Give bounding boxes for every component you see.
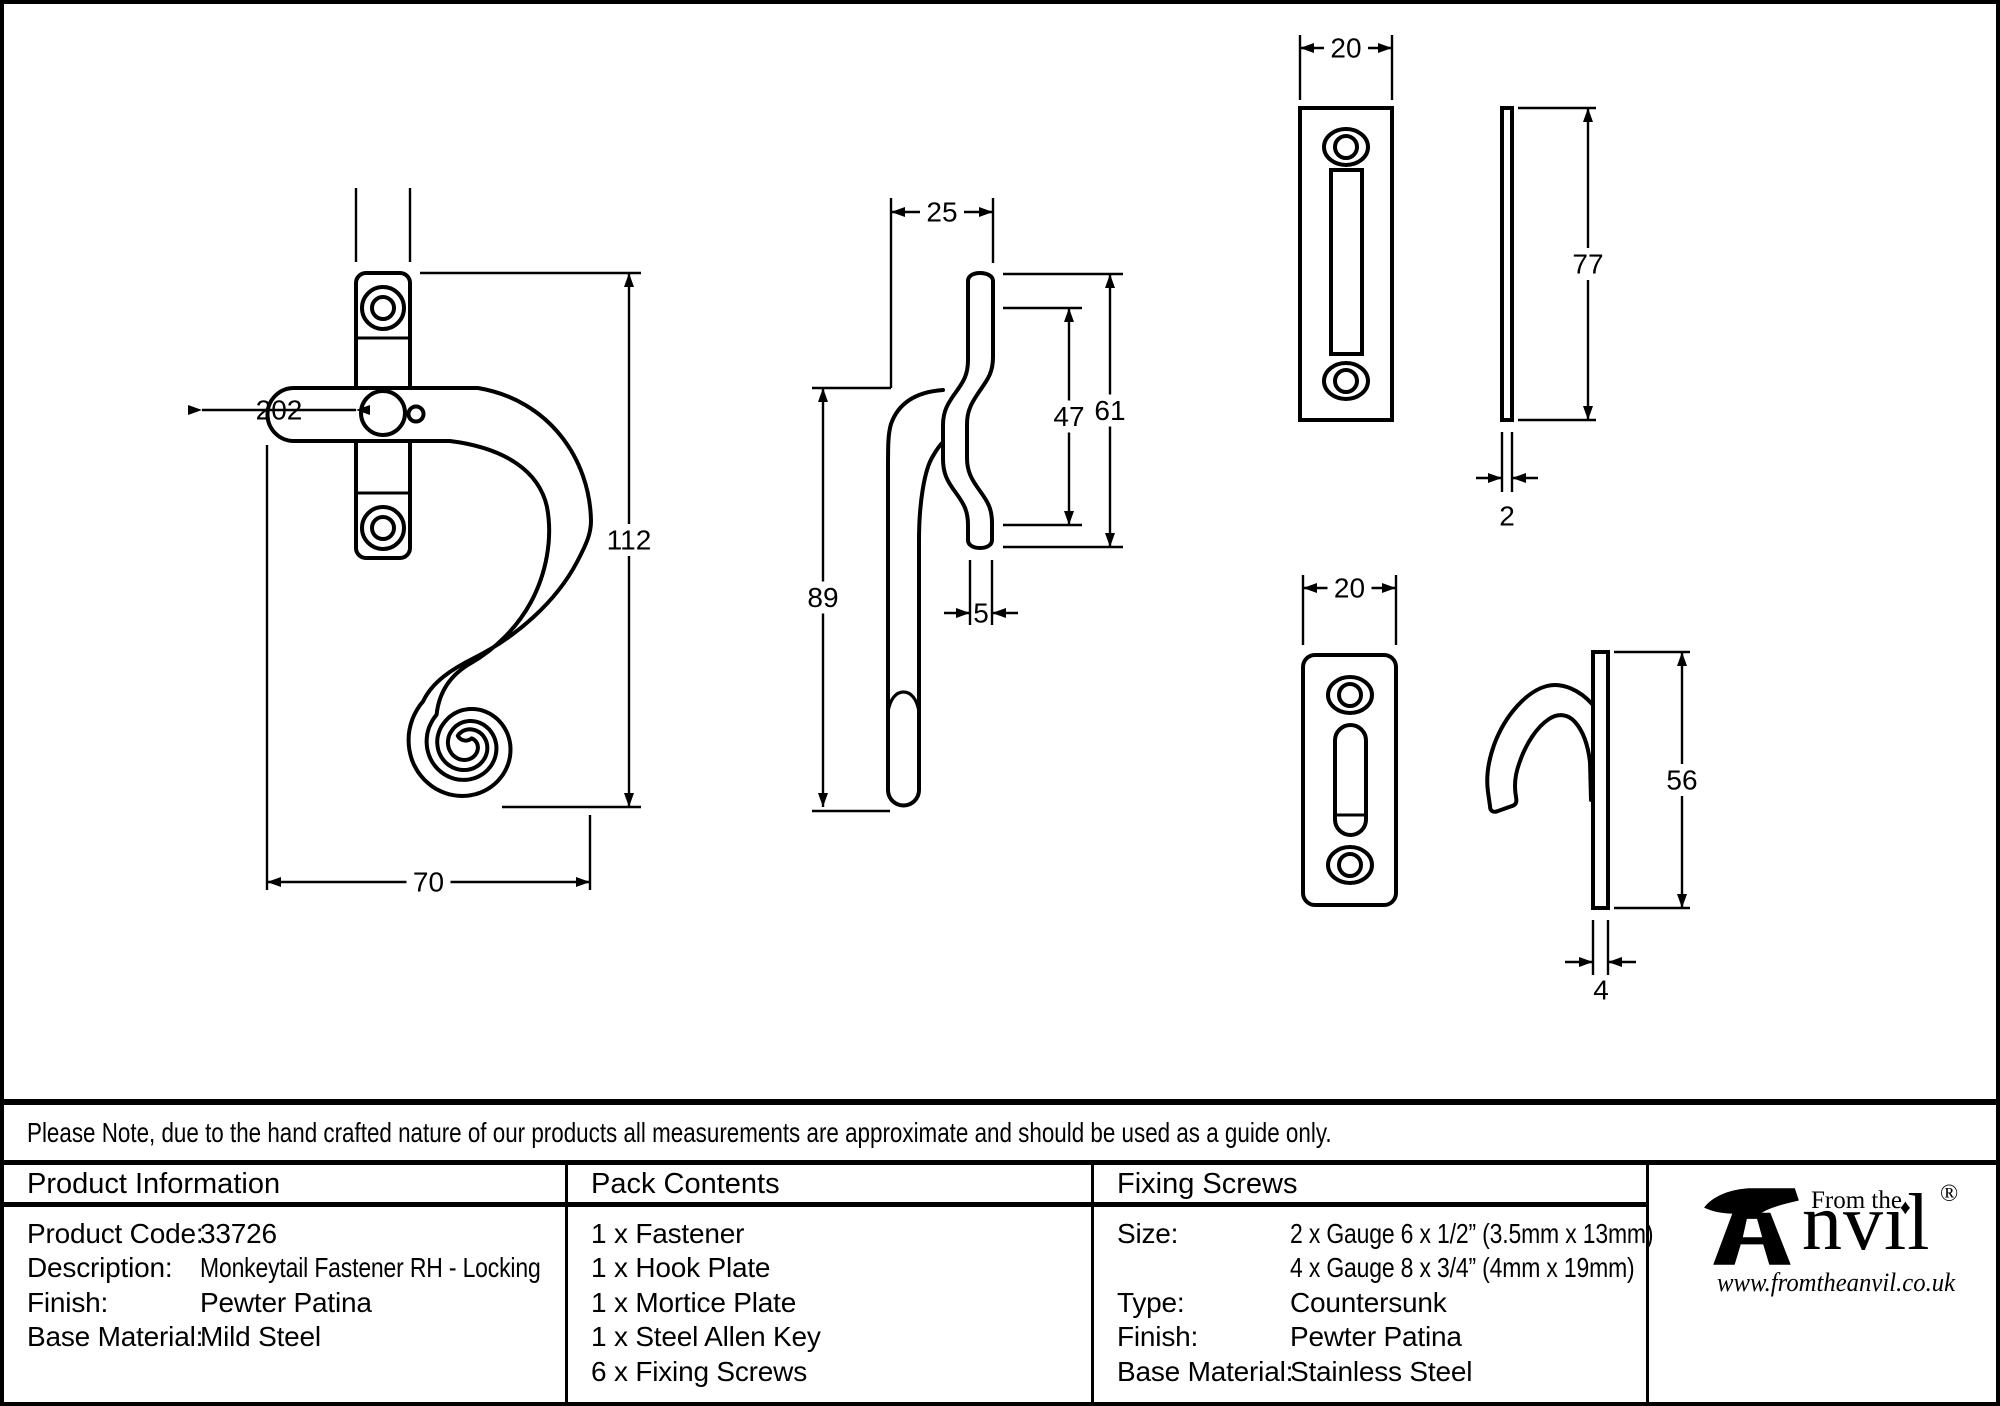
- dimension-label: 5: [973, 598, 989, 629]
- row-label: Description:: [27, 1252, 173, 1284]
- table-row: 1 x Fastener: [591, 1217, 1091, 1251]
- technical-drawing-svg: 202 112 70 25 89 47 61 5 20 77 2 20 56 4: [188, 32, 1704, 1006]
- row-value: 4 x Gauge 8 x 3/4” (4mm x 19mm): [1290, 1252, 1635, 1284]
- row-value: 2 x Gauge 6 x 1/2” (3.5mm x 13mm): [1290, 1218, 1654, 1249]
- dimension-label: 20: [1334, 573, 1365, 604]
- pack-item: 1 x Fastener: [591, 1218, 745, 1249]
- dimension-label: 4: [1593, 975, 1609, 1006]
- table-row: 1 x Steel Allen Key: [591, 1320, 1091, 1354]
- fixing-screws-body: Size: 2 x Gauge 6 x 1/2” (3.5mm x 13mm)4 …: [1094, 1207, 1654, 1389]
- dimension-label: 25: [926, 197, 957, 228]
- row-value: Pewter Patina: [200, 1286, 372, 1318]
- row-value: Monkeytail Fastener RH - Locking: [200, 1252, 541, 1284]
- row-value: Stainless Steel: [1290, 1355, 1473, 1387]
- logo-url-text: www.fromtheanvil.co.uk: [1717, 1268, 1956, 1297]
- dimension-label: 70: [413, 867, 444, 898]
- pack-item: 1 x Hook Plate: [591, 1252, 771, 1284]
- dimension-label: 202: [256, 395, 303, 426]
- table-row: Finish: Pewter Patina: [1117, 1320, 1646, 1354]
- fixing-screws-header: Fixing Screws: [1094, 1165, 1646, 1207]
- row-value: Countersunk: [1290, 1286, 1447, 1318]
- product-information-title: Product Information: [27, 1168, 281, 1200]
- product-information-header: Product Information: [4, 1165, 565, 1207]
- technical-drawing: 202 112 70 25 89 47 61 5 20 77 2 20 56 4: [4, 4, 1996, 1099]
- table-row: 4 x Gauge 8 x 3/4” (4mm x 19mm): [1117, 1251, 1646, 1285]
- dimension-label: 77: [1572, 249, 1603, 280]
- note-row: Please Note, due to the hand crafted nat…: [4, 1099, 1996, 1165]
- table-row: 1 x Hook Plate: [591, 1251, 1091, 1285]
- logo-diamond-icon: ♦: [1900, 1195, 1911, 1219]
- pack-item: 1 x Steel Allen Key: [591, 1321, 821, 1353]
- fixing-screws-title: Fixing Screws: [1117, 1168, 1298, 1200]
- row-label: Finish:: [27, 1286, 109, 1318]
- row-label: Base Material:: [27, 1321, 204, 1353]
- pack-contents-title: Pack Contents: [591, 1168, 780, 1200]
- pack-item: 6 x Fixing Screws: [591, 1355, 807, 1387]
- dimension-label: 89: [807, 582, 838, 613]
- table-row: Size: 2 x Gauge 6 x 1/2” (3.5mm x 13mm): [1117, 1217, 1654, 1251]
- row-label: Finish:: [1117, 1321, 1199, 1353]
- table-row: Base Material:Mild Steel: [27, 1320, 565, 1354]
- row-label: Product Code:: [27, 1218, 204, 1249]
- logo-brand-text: nvıl: [1802, 1179, 1931, 1267]
- dimension-label: 112: [607, 525, 652, 556]
- row-value: Mild Steel: [200, 1321, 321, 1353]
- row-label: Type:: [1117, 1286, 1185, 1318]
- pack-contents-header: Pack Contents: [568, 1165, 1091, 1207]
- pack-item: 1 x Mortice Plate: [591, 1286, 797, 1318]
- row-value: 33726: [200, 1218, 277, 1249]
- table-row: Finish: Pewter Patina: [27, 1286, 565, 1320]
- table-row: Base Material:Stainless Steel: [1117, 1355, 1646, 1389]
- dimension-label: 61: [1094, 395, 1125, 426]
- table-row: Description: Monkeytail Fastener RH - Loc…: [27, 1251, 565, 1285]
- row-label: Base Material:: [1117, 1355, 1294, 1387]
- table-row: Type: Countersunk: [1117, 1286, 1646, 1320]
- table-row: 1 x Mortice Plate: [591, 1286, 1091, 1320]
- dimension-label: 2: [1499, 501, 1515, 532]
- anvil-icon: [1704, 1188, 1799, 1265]
- dimension-label: 47: [1053, 401, 1084, 432]
- dimension-label: 56: [1666, 765, 1697, 796]
- table-row: 6 x Fixing Screws: [591, 1355, 1091, 1389]
- registered-trademark-icon: ®: [1940, 1181, 1959, 1207]
- note-text: Please Note, due to the hand crafted nat…: [27, 1117, 1332, 1148]
- table-row: Product Code:33726: [27, 1217, 565, 1251]
- row-value: Pewter Patina: [1290, 1321, 1462, 1353]
- brand-column: nvıl From the ♦ ® www.fromtheanvil.co.uk: [1649, 1165, 1996, 1402]
- row-label: Size:: [1117, 1218, 1179, 1249]
- dimension-label: 20: [1330, 33, 1361, 64]
- fixing-screws-column: Fixing Screws Size: 2 x Gauge 6 x 1/2” (3…: [1094, 1165, 1654, 1402]
- logo-from-the-text: From the: [1811, 1187, 1902, 1214]
- from-the-anvil-logo: nvıl From the ♦ ® www.fromtheanvil.co.uk: [1649, 1165, 1996, 1355]
